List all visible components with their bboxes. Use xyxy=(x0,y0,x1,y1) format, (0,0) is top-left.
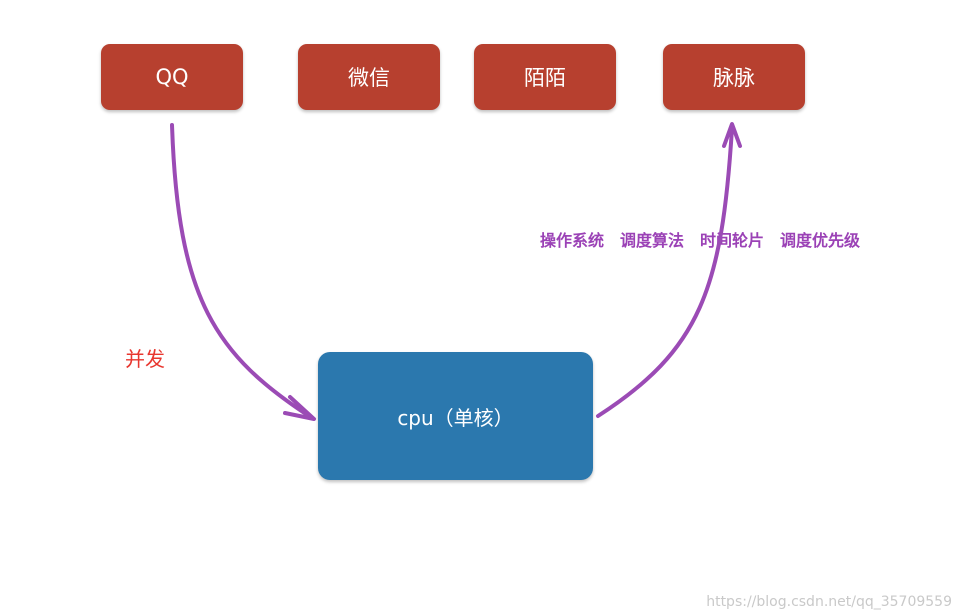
arrowhead-maimai xyxy=(722,122,742,148)
app-label-momo: 陌陌 xyxy=(524,66,566,90)
concurrency-label: 并发 xyxy=(125,347,165,371)
scheduling-label: 操作系统 调度算法 时间轮片 调度优先级 xyxy=(540,231,861,250)
app-box-maimai: 脉脉 xyxy=(663,44,805,110)
app-box-momo: 陌陌 xyxy=(474,44,616,110)
app-label-weixin: 微信 xyxy=(348,66,390,90)
arrow-qq-to-cpu xyxy=(170,123,314,420)
cpu-box: cpu（单核） xyxy=(318,352,593,480)
app-box-qq: QQ xyxy=(101,44,243,110)
app-box-weixin: 微信 xyxy=(298,44,440,110)
app-label-qq: QQ xyxy=(155,65,189,89)
arrow-cpu-to-maimai xyxy=(596,126,734,418)
app-label-maimai: 脉脉 xyxy=(713,66,755,90)
watermark: https://blog.csdn.net/qq_35709559 xyxy=(706,594,952,610)
arrowhead-cpu xyxy=(283,395,316,421)
cpu-label: cpu（单核） xyxy=(397,405,514,430)
